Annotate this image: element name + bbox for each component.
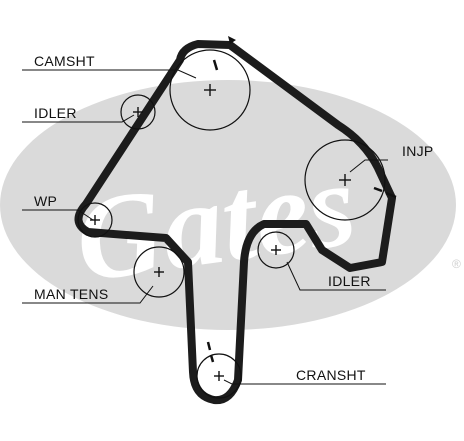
camshaft-pulley — [169, 49, 251, 131]
leader-idler-top — [22, 114, 135, 123]
label-water-pump: WP — [34, 193, 57, 209]
leader-crankshaft — [223, 379, 386, 385]
leader-lines — [22, 69, 388, 385]
leader-idler-right — [286, 261, 386, 291]
idler-right-pulley — [257, 231, 295, 269]
timing-mark-camshaft — [212, 36, 236, 71]
leader-injection-pump — [349, 159, 388, 173]
label-injection-pump: INJP — [402, 143, 434, 159]
leader-manual-tensioner — [22, 285, 154, 304]
logo-registered-mark: ® — [452, 257, 461, 271]
label-manual-tensioner: MAN TENS — [34, 286, 109, 302]
label-crankshaft: CRANSHT — [296, 367, 366, 383]
crankshaft-pulley — [196, 353, 242, 399]
leader-camshaft — [22, 69, 197, 79]
timing-belt — [74, 40, 396, 405]
manual-tensioner-pulley — [133, 246, 185, 298]
timing-mark-crankshaft — [206, 341, 215, 363]
leader-water-pump — [22, 209, 94, 221]
timing-mark-injection-pump — [373, 186, 397, 199]
label-idler-top: IDLER — [34, 105, 77, 121]
idler-top-pulley — [120, 94, 156, 130]
water-pump-pulley — [77, 202, 113, 238]
label-idler-right: IDLER — [328, 273, 371, 289]
gates-logo-watermark: Gates ® — [0, 80, 461, 330]
label-camshaft: CAMSHT — [34, 53, 95, 69]
injection-pump-pulley — [304, 139, 386, 221]
